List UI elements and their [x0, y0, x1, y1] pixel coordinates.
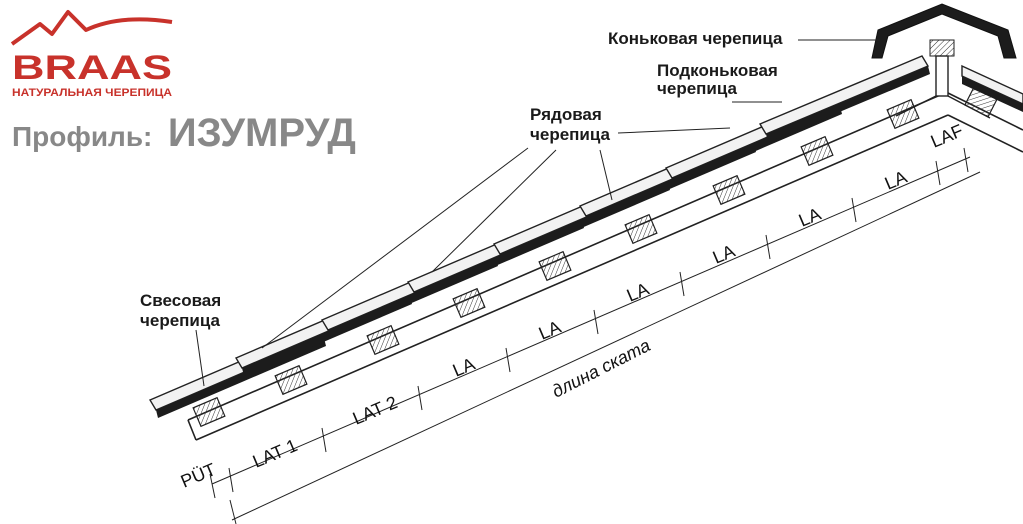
row-tile-label-1: Рядовая: [530, 105, 602, 124]
braas-logo: BRAAS НАТУРАЛЬНАЯ ЧЕРЕПИЦА: [10, 10, 173, 99]
segment-label-la: LA: [536, 317, 564, 344]
logo-brand: BRAAS: [12, 49, 172, 87]
segment-label-la: LA: [450, 354, 478, 381]
right-slope-tile: [961, 64, 1023, 112]
subridge-label-2: черепица: [657, 79, 738, 98]
leader-lines: [195, 39, 880, 387]
eaves-tile-label-2: черепица: [140, 311, 221, 330]
segment-label-la: LA: [624, 279, 652, 306]
segment-label-lat1: LAT 1: [250, 435, 301, 472]
tiles: [148, 55, 1023, 418]
dimension-chain: [209, 147, 981, 524]
eaves-tile-label-1: Свесовая: [140, 291, 221, 310]
logo-tagline: НАТУРАЛЬНАЯ ЧЕРЕПИЦА: [12, 87, 172, 99]
subridge-tile: [758, 55, 930, 142]
ridge-tile: [871, 3, 1017, 119]
profile-name: ИЗУМРУД: [168, 111, 356, 155]
ridge-tile-label: Коньковая черепица: [608, 29, 783, 48]
row-tile-label-2: черепица: [530, 125, 611, 144]
segment-labels: PÜT LAT 1 LAT 2 LA LA LA LA LA LA LAF: [178, 120, 966, 491]
profile-prefix: Профиль:: [12, 121, 152, 152]
profile-title: Профиль: ИЗУМРУД: [12, 111, 356, 155]
segment-label-lat2: LAT 2: [350, 392, 401, 429]
battens: [192, 86, 998, 428]
segment-label-la: LA: [796, 204, 824, 231]
slope-length-label: длина ската: [549, 335, 654, 402]
segment-label-la: LA: [882, 167, 910, 194]
subridge-label-1: Подконьковая: [657, 61, 778, 80]
logo-roof-icon: [10, 10, 173, 46]
segment-label-laf: LAF: [928, 120, 966, 151]
segment-label-la: LA: [710, 241, 738, 268]
